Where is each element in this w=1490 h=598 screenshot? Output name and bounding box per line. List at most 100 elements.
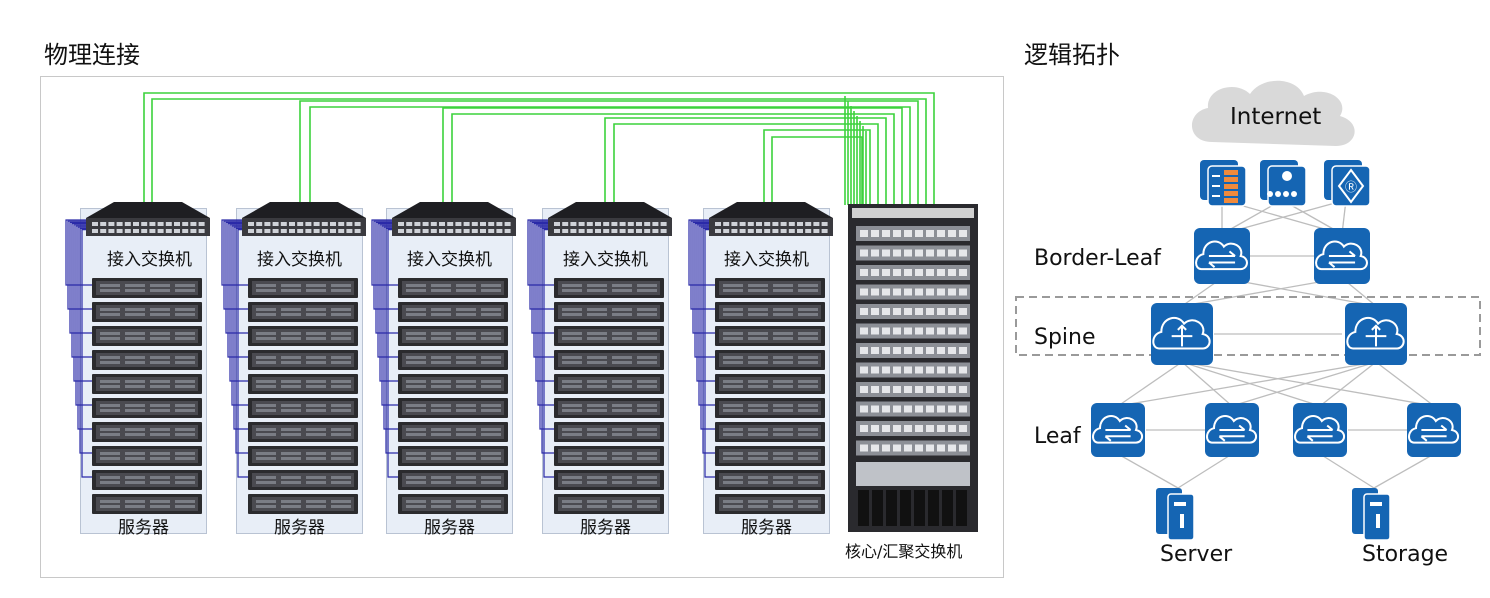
server-bay	[281, 385, 301, 388]
server-bay	[331, 385, 351, 388]
server-front	[558, 377, 660, 391]
server-bay	[773, 500, 793, 503]
blue-server-cable	[221, 219, 248, 286]
server-front	[719, 305, 821, 319]
internet-cloud	[1191, 80, 1355, 146]
server-bay	[773, 361, 793, 364]
switch-port	[611, 229, 618, 233]
server-front	[96, 473, 198, 487]
server-bay	[406, 481, 426, 484]
server-bay	[150, 433, 170, 436]
switch-port	[496, 222, 503, 226]
switch-port	[644, 229, 651, 233]
server-bay	[281, 313, 301, 316]
core-port	[904, 269, 912, 276]
rack-equipment	[65, 202, 210, 514]
server-bay	[431, 452, 451, 455]
server-bay	[612, 476, 632, 479]
firewall-brick	[1224, 170, 1238, 175]
core-fan	[942, 490, 953, 526]
switch-port	[447, 222, 454, 226]
server-bay	[256, 313, 276, 316]
server-bay	[306, 289, 326, 292]
cloud-outline	[1346, 316, 1405, 350]
server-bay	[587, 337, 607, 340]
spine-arrows	[1171, 324, 1193, 347]
server-bay	[562, 428, 582, 431]
core-port	[882, 405, 890, 413]
core-line-card	[856, 343, 970, 358]
server-bay	[331, 313, 351, 316]
server-bay	[306, 476, 326, 479]
server-bay	[612, 361, 632, 364]
server-bay	[406, 409, 426, 412]
core-port	[948, 386, 956, 393]
core-port	[937, 230, 945, 237]
server-bay	[306, 452, 326, 455]
core-port	[959, 366, 967, 374]
server-bay	[150, 337, 170, 340]
server-bay	[587, 404, 607, 407]
core-port	[904, 425, 912, 432]
server-bay	[456, 308, 476, 311]
server-front	[252, 425, 354, 439]
switch-port	[813, 222, 820, 226]
switch-port	[627, 222, 634, 226]
server-bay	[612, 481, 632, 484]
switch-port	[92, 229, 98, 233]
server-bay	[175, 385, 195, 388]
server-bay	[125, 481, 145, 484]
server-bay	[331, 308, 351, 311]
server-bay	[125, 313, 145, 316]
server-bay	[456, 380, 476, 383]
border-leaf-switch-icon	[1314, 228, 1370, 284]
endpoint-slot	[1370, 502, 1382, 506]
server-front	[558, 353, 660, 367]
cloud-outline	[1408, 415, 1460, 444]
server-bay	[331, 361, 351, 364]
server-bay	[562, 308, 582, 311]
firewall-brick	[1224, 191, 1238, 196]
core-port	[860, 366, 868, 374]
switch-port	[603, 222, 610, 226]
switch-port	[821, 222, 828, 226]
switch-port	[439, 222, 445, 226]
switch-port	[636, 222, 642, 226]
switch-port	[578, 229, 585, 233]
leaf-arrows	[1328, 250, 1356, 268]
core-port	[871, 269, 879, 276]
core-port	[915, 288, 923, 296]
server-front	[558, 329, 660, 343]
switch-port	[805, 222, 812, 226]
server-bay	[481, 332, 501, 335]
server-bay	[406, 284, 426, 287]
server-bay	[587, 308, 607, 311]
server-bay	[256, 356, 276, 359]
server-bay	[562, 433, 582, 436]
core-port	[893, 288, 901, 296]
switch-port	[272, 222, 279, 226]
server-bay	[150, 313, 170, 316]
server-bay	[773, 433, 793, 436]
switch-port	[603, 229, 610, 233]
server-bay	[125, 433, 145, 436]
server-bay	[723, 361, 743, 364]
core-port	[915, 308, 923, 315]
server-bay	[723, 457, 743, 460]
switch-port	[447, 229, 454, 233]
firewall-arrow	[1212, 175, 1220, 197]
server-front	[252, 329, 354, 343]
switch-port	[554, 229, 560, 233]
switch-port	[414, 229, 421, 233]
switch-port	[124, 222, 131, 226]
server-bay	[406, 308, 426, 311]
server-bay	[773, 313, 793, 316]
server-bay	[125, 409, 145, 412]
link-line	[1117, 361, 1183, 407]
server-bay	[331, 337, 351, 340]
server-bay	[256, 380, 276, 383]
switch-port	[756, 229, 762, 233]
switch-port	[463, 229, 470, 233]
switch-port	[504, 222, 511, 226]
